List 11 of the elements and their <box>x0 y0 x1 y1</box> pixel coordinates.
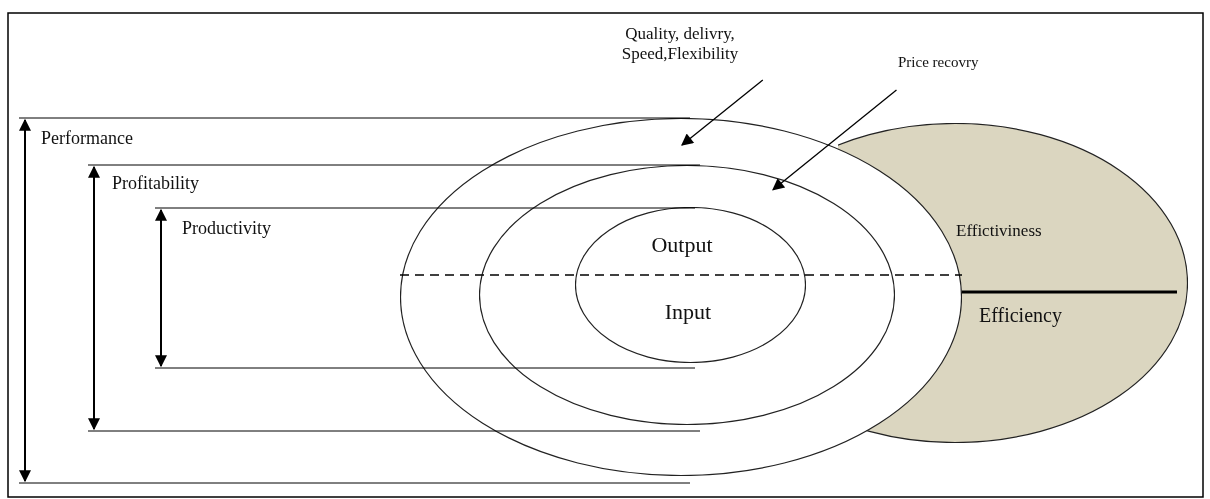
annotation-text: Quality, delivry, Speed,Flexibility <box>620 24 740 64</box>
leader-arrow <box>681 79 764 146</box>
ellipse-label: Efficiency <box>979 304 1062 327</box>
ellipse-label: Input <box>664 299 712 325</box>
ellipse-label: Output <box>651 232 713 258</box>
level-label: Performance <box>41 128 133 149</box>
annotation-text: Price recovry <box>898 54 980 72</box>
level-label: Profitability <box>112 173 199 194</box>
leader-arrow <box>772 89 898 191</box>
ellipse-label: Effictiviness <box>956 221 1042 241</box>
level-label: Productivity <box>182 218 271 239</box>
